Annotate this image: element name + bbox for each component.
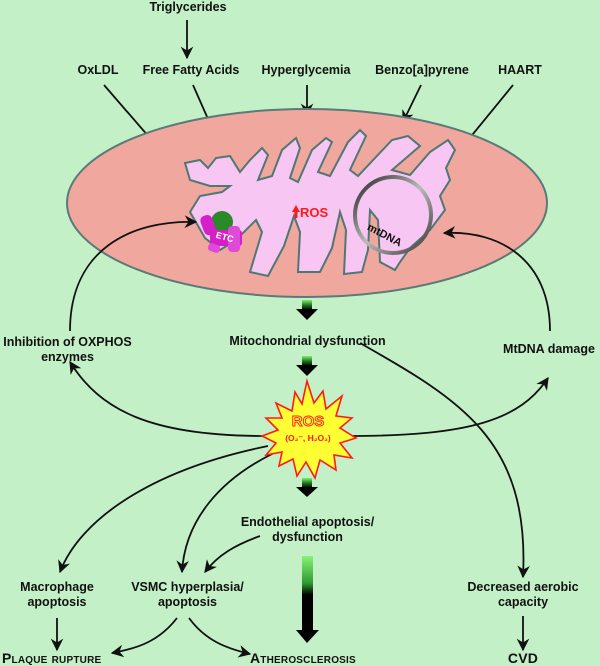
label-vsmc-line2: apoptosis — [157, 595, 218, 609]
label-haart: HAART — [498, 63, 542, 77]
arrow-vsmc-to-atherosclerosis — [188, 617, 252, 658]
arrow-mtdna-damage-to-mtdna — [442, 226, 551, 332]
label-vsmc-line1: VSMC hyperplasia/ — [131, 580, 244, 594]
arrow-ros-to-vsmc — [176, 453, 273, 574]
label-endothelial: Endothelial apoptosis/ dysfunction — [235, 515, 380, 545]
outcome-plaque-rupture: Plaque rupture — [2, 650, 102, 666]
arrow-endothelial-to-vsmc — [204, 535, 261, 574]
label-aerobic-line2: capacity — [497, 595, 549, 609]
label-oxphos: Inhibition of OXPHOS enzymes — [0, 335, 135, 365]
block-arrow-to-ros — [296, 356, 318, 376]
label-macrophage-line1: Macrophage — [20, 580, 94, 594]
label-endothelial-line2: dysfunction — [272, 530, 343, 544]
label-vsmc: VSMC hyperplasia/ apoptosis — [125, 580, 250, 610]
label-free-fatty-acids: Free Fatty Acids — [142, 63, 240, 77]
label-aerobic: Decreased aerobic capacity — [458, 580, 588, 610]
label-oxphos-line2: enzymes — [41, 350, 94, 364]
arrow-ros-to-macrophage — [58, 445, 269, 574]
arrow-ros-to-oxphos — [69, 360, 266, 437]
block-arrow-to-mito-dysfunction — [296, 300, 318, 320]
mito-ros-label: ROS — [300, 205, 329, 220]
label-oxldl: OxLDL — [77, 63, 119, 77]
arrow-benzopyrene — [402, 84, 422, 124]
big-arrow-to-atherosclerosis — [296, 556, 319, 643]
outcome-atherosclerosis: Atherosclerosis — [250, 650, 356, 666]
arrow-vsmc-to-plaque — [110, 617, 178, 658]
arrow-oxphos-to-etc — [69, 215, 198, 332]
arrow-mito-dysfunction-to-aerobic — [359, 342, 530, 579]
label-mito-dysfunction: Mitochondrial dysfunction — [229, 334, 386, 348]
label-benzopyrene: Benzo[a]pyrene — [375, 63, 469, 77]
block-arrow-to-endothelial — [296, 478, 318, 497]
mtdna-ring — [353, 175, 433, 255]
label-macrophage: Macrophage apoptosis — [12, 580, 102, 610]
label-aerobic-line1: Decreased aerobic — [467, 580, 579, 594]
etc-complex: ETC — [200, 211, 242, 253]
ros-burst-species: (O₂⁻, H₂O₂) — [285, 433, 331, 443]
etc-label: ETC — [215, 230, 235, 244]
label-endothelial-line1: Endothelial apoptosis/ — [240, 515, 375, 529]
label-mtdna-damage: MtDNA damage — [503, 342, 595, 356]
ros-burst-star — [260, 377, 358, 481]
label-triglycerides: Triglycerides — [149, 0, 227, 14]
inner-membrane-matrix — [183, 128, 457, 278]
label-macrophage-line2: apoptosis — [27, 595, 87, 609]
mitochondrion: mtDNA ROS ETC — [66, 108, 548, 298]
ros-burst-title: ROS — [292, 413, 325, 430]
label-oxphos-line1: Inhibition of OXPHOS — [3, 335, 132, 349]
label-hyperglycemia: Hyperglycemia — [261, 63, 351, 77]
arrow-ros-to-mtdna-damage — [347, 376, 549, 437]
outcome-cvd: CVD — [507, 650, 539, 666]
ros-up-arrow-icon — [292, 205, 300, 218]
ros-burst: ROS (O₂⁻, H₂O₂) — [260, 377, 358, 481]
